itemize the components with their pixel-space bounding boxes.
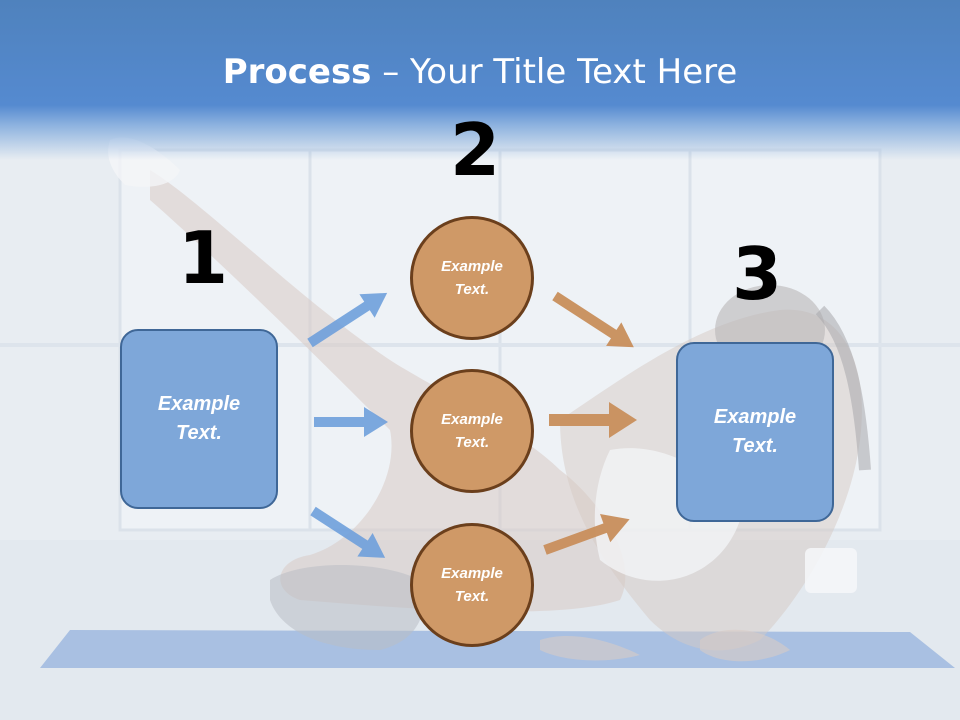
title-bold-part: Process xyxy=(222,52,372,92)
arrow-top-to-right xyxy=(552,291,634,348)
step-number-3: 3 xyxy=(732,232,783,316)
step-number-2: 2 xyxy=(450,108,501,192)
left-box-line1: Example xyxy=(157,393,241,415)
arrow-left-to-middle xyxy=(314,407,388,437)
step-number-1: 1 xyxy=(178,216,229,300)
arrow-middle-to-right xyxy=(549,402,637,438)
right-box-text: Example Text. xyxy=(714,403,796,461)
slide-title: Process – Your Title Text Here xyxy=(0,52,960,92)
circle-middle-line1: Example xyxy=(441,411,503,428)
right-box-line2: Text. xyxy=(732,435,778,457)
circle-top-line1: Example xyxy=(441,258,503,275)
right-box-line1: Example xyxy=(713,406,797,428)
arrow-left-to-bottom xyxy=(310,506,386,558)
right-step-box[interactable]: Example Text. xyxy=(676,342,834,522)
circle-top[interactable]: Example Text. xyxy=(410,216,534,340)
circle-bottom[interactable]: Example Text. xyxy=(410,523,534,647)
title-rest-part: – Your Title Text Here xyxy=(371,52,738,92)
header-band xyxy=(0,0,960,160)
circle-bottom-line1: Example xyxy=(441,565,503,582)
circle-middle-line2: Text. xyxy=(454,434,490,451)
circle-middle[interactable]: Example Text. xyxy=(410,369,534,493)
circle-bottom-line2: Text. xyxy=(454,588,490,605)
left-step-box[interactable]: Example Text. xyxy=(120,329,278,509)
arrow-bottom-to-right xyxy=(543,514,630,555)
circle-top-line2: Text. xyxy=(454,281,490,298)
left-box-line2: Text. xyxy=(176,422,222,444)
arrow-left-to-top xyxy=(307,292,388,348)
left-box-text: Example Text. xyxy=(158,390,240,448)
